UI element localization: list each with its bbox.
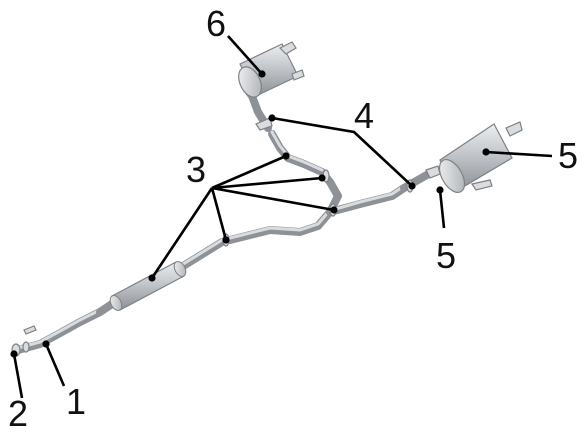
right-muffler-outlet <box>505 121 523 137</box>
leader-part-5-lower <box>438 189 446 229</box>
leader-dot-part-6 <box>258 70 266 78</box>
leader-part-3-e <box>150 187 214 279</box>
leader-part-3-a <box>211 154 287 190</box>
exhaust-assembly <box>11 41 523 357</box>
leader-part-4 <box>271 116 413 187</box>
callout-part-6: 6 <box>206 3 226 44</box>
upper-muffler-hanger <box>291 69 305 81</box>
leader-dot-part-2 <box>10 350 18 358</box>
right-muffler-end-cap <box>438 159 466 193</box>
leader-dot-part-3-b <box>318 174 326 182</box>
upper-muffler-outlet <box>278 41 297 55</box>
callout-part-2: 2 <box>8 393 28 428</box>
leader-dot-part-3-d <box>222 236 230 244</box>
leader-part-5-upper <box>485 150 553 158</box>
leader-part-3-c <box>211 186 335 212</box>
upper-muffler-end-cap <box>238 66 262 98</box>
rear-pipe <box>222 208 334 247</box>
callout-labels: 1 2 3 4 5 5 6 <box>8 3 578 433</box>
resonator <box>109 261 187 311</box>
leader-part-2 <box>12 353 24 399</box>
front-gasket <box>22 341 30 353</box>
leader-dot-part-5-upper <box>482 148 490 156</box>
leader-dot-part-1 <box>42 340 50 348</box>
leader-part-3-d <box>210 187 228 241</box>
right-muffler-hanger <box>471 179 493 191</box>
leader-dot-part-3-a <box>282 152 290 160</box>
callout-part-1: 1 <box>66 381 86 422</box>
callout-part-5-lower: 5 <box>436 235 456 276</box>
front-pipe <box>11 308 104 357</box>
leader-dot-part-3-c <box>330 206 338 214</box>
front-bracket <box>23 325 37 335</box>
callout-part-5-upper: 5 <box>558 135 578 176</box>
right-muffler-flange <box>425 165 441 179</box>
leader-dot-part-5-lower <box>436 186 444 194</box>
upper-muffler <box>238 41 305 132</box>
leader-lines <box>10 35 553 399</box>
leader-part-1 <box>44 343 66 387</box>
callout-part-4: 4 <box>354 95 374 136</box>
leader-part-3-b <box>211 176 323 190</box>
leader-dot-part-4-a <box>268 114 276 122</box>
leader-dot-part-4-b <box>408 182 416 190</box>
callout-part-3: 3 <box>186 149 206 190</box>
upper-muffler-flange <box>255 117 273 131</box>
leader-dot-part-3-e <box>148 274 156 282</box>
right-muffler <box>400 121 523 193</box>
intermediate-pipe <box>96 238 226 316</box>
leader-part-6 <box>227 35 263 75</box>
